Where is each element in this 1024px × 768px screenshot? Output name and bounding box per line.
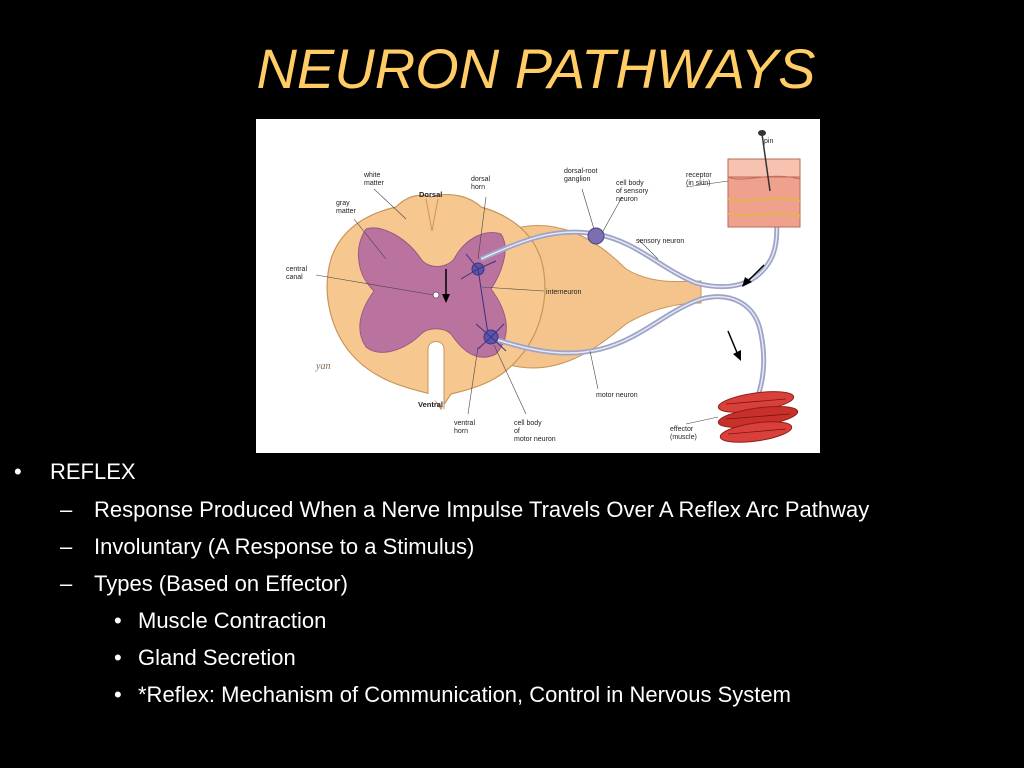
bullet-marker: • (114, 608, 122, 633)
bullet-gland-secretion: • Gland Secretion (114, 644, 296, 672)
leader-lines (315, 180, 729, 425)
dash-marker: – (60, 534, 73, 559)
label-ventral: Ventral (418, 400, 443, 409)
pin-icon (758, 130, 771, 192)
bullet-muscle-contraction: • Muscle Contraction (114, 607, 327, 635)
bullet-marker: • (114, 682, 122, 707)
skin-receptor (727, 158, 801, 228)
bullet-types: – Types (Based on Effector) (60, 570, 348, 598)
motor-dendrites (475, 323, 507, 352)
gray-matter (357, 227, 507, 358)
dash-marker: – (60, 571, 73, 596)
label-effector: effector(muscle) (670, 426, 697, 441)
ventral-fissure (427, 341, 445, 409)
bullet-response: – Response Produced When a Nerve Impulse… (60, 496, 870, 524)
bullet-text: Gland Secretion (138, 645, 296, 670)
label-interneuron: interneuron (546, 289, 582, 296)
sensory-fiber-highlight (480, 178, 778, 288)
bullet-text: Involuntary (A Response to a Stimulus) (94, 534, 475, 559)
bullet-text: REFLEX (50, 459, 136, 484)
sensory-cell-body (587, 227, 605, 245)
impulse-arrow-motor (727, 330, 741, 361)
artist-signature: yan (315, 361, 330, 372)
bullet-marker: • (114, 645, 122, 670)
bullet-text: *Reflex: Mechanism of Communication, Con… (138, 682, 791, 707)
bullet-involuntary: – Involuntary (A Response to a Stimulus) (60, 533, 475, 561)
label-pin: pin (764, 138, 773, 145)
bullet-text: Response Produced When a Nerve Impulse T… (94, 497, 870, 522)
label-receptor: receptor(in skin) (686, 172, 712, 187)
label-sensory-neuron: sensory neuron (636, 238, 684, 245)
label-motor-neuron: motor neuron (596, 392, 638, 399)
bullet-text: Muscle Contraction (138, 608, 327, 633)
label-dorsal: Dorsal (419, 190, 442, 199)
muscle-effector (717, 391, 799, 443)
dorsal-groove (425, 198, 439, 232)
bullet-text: Types (Based on Effector) (94, 571, 348, 596)
bullet-reflex-mechanism: • *Reflex: Mechanism of Communication, C… (114, 681, 791, 709)
slide-title: NEURON PATHWAYS (256, 37, 816, 100)
bullet-reflex: • REFLEX (14, 458, 136, 486)
dash-marker: – (60, 497, 73, 522)
bullet-marker: • (14, 459, 22, 484)
interneuron-dendrites (460, 253, 497, 335)
impulse-arrow-sensory (742, 264, 765, 287)
impulse-arrow-interneuron (442, 269, 450, 303)
motor-fiber-highlight (487, 295, 765, 402)
